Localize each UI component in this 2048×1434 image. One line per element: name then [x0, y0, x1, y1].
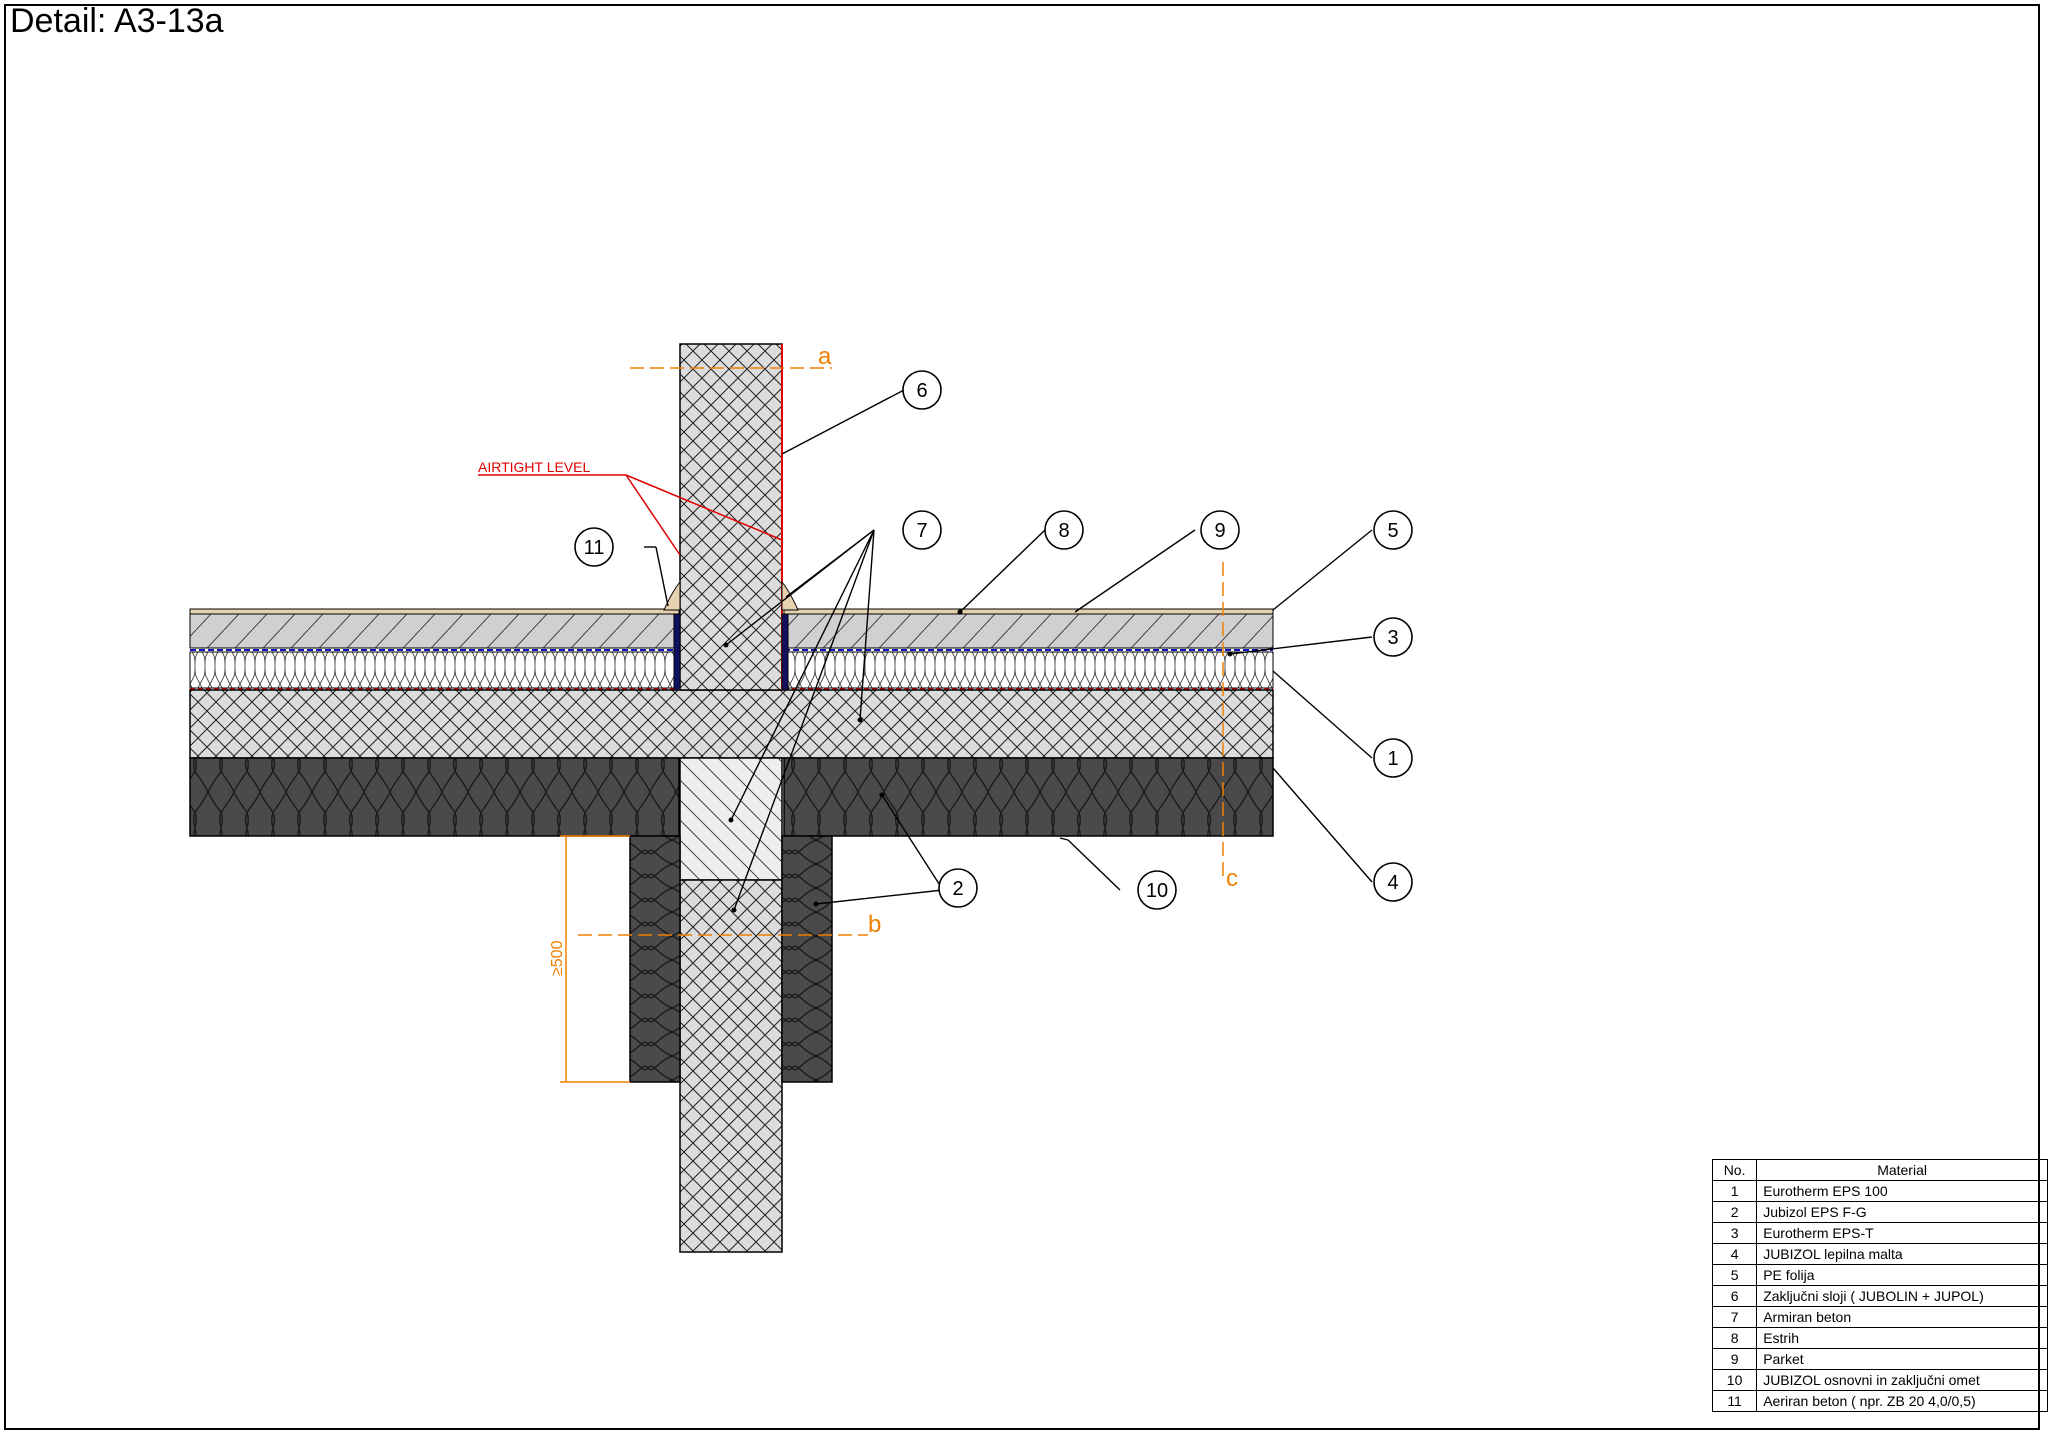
legend-row-no: 11 [1711, 1390, 1758, 1412]
callout-label-9: 9 [1214, 520, 1225, 542]
dimension-line [560, 835, 630, 1083]
wall-upper [679, 343, 783, 691]
callout-bubbles: 1 2 3 4 5 6 7 8 9 10 11 [574, 370, 1413, 910]
callout-label-2: 2 [952, 878, 963, 900]
airtight-leader [478, 474, 783, 556]
legend-row-material: Armiran beton [1756, 1306, 2048, 1328]
edge-strip-left [673, 613, 681, 691]
detail-title: Detail: A3-13a [10, 2, 224, 40]
legend-header-no: No. [1711, 1159, 1758, 1181]
callout-circle-9 [1200, 510, 1240, 550]
callout-label-6: 6 [916, 380, 927, 402]
vertical-insulation-right [781, 835, 833, 1083]
edge-strip-right [781, 613, 789, 691]
legend-header-material: Material [1756, 1159, 2048, 1181]
callout-circle-10 [1137, 870, 1177, 910]
airtight-label: AIRTIGHT LEVEL [478, 459, 591, 475]
legend-row-material: Eurotherm EPS-T [1756, 1222, 2048, 1244]
legend-row-material: JUBIZOL lepilna malta [1756, 1243, 2048, 1265]
concrete-slab [189, 689, 1274, 759]
legend-row-material: Aeriran beton ( npr. ZB 20 4,0/0,5) [1756, 1390, 2048, 1412]
legend-row-no: 1 [1711, 1180, 1758, 1202]
callout-circle-7 [902, 510, 942, 550]
callout-label-10: 10 [1146, 880, 1168, 902]
floor-layers-left [189, 608, 680, 690]
callout-circle-3 [1373, 617, 1413, 657]
callout-label-4: 4 [1387, 872, 1398, 894]
callout-circle-2 [938, 868, 978, 908]
legend-header-row: No. Material [1711, 1159, 2048, 1181]
callout-circle-11 [574, 527, 614, 567]
legend-row-no: 9 [1711, 1348, 1758, 1370]
callout-label-1: 1 [1387, 748, 1398, 770]
callout-circle-4 [1373, 862, 1413, 902]
callout-circle-1 [1373, 738, 1413, 778]
callout-circle-8 [1044, 510, 1084, 550]
legend-row-no: 6 [1711, 1285, 1758, 1307]
callout-circle-5 [1373, 510, 1413, 550]
legend-row-material: PE folija [1756, 1264, 2048, 1286]
callout-label-3: 3 [1387, 627, 1398, 649]
legend-row-no: 2 [1711, 1201, 1758, 1223]
section-mark-c: c [1226, 865, 1238, 892]
insulation-right [783, 757, 1274, 837]
legend-row-material: Eurotherm EPS 100 [1756, 1180, 2048, 1202]
callout-label-8: 8 [1058, 520, 1069, 542]
callout-circle-6 [902, 370, 942, 410]
legend-row-material: Zaključni sloji ( JUBOLIN + JUPOL) [1756, 1285, 2048, 1307]
section-mark-b: b [868, 911, 881, 938]
vertical-insulation-left [629, 835, 681, 1083]
legend-row-no: 8 [1711, 1327, 1758, 1349]
legend-row-no: 5 [1711, 1264, 1758, 1286]
legend-row-no: 10 [1711, 1369, 1758, 1391]
section-mark-a: a [818, 343, 832, 370]
legend-row-no: 7 [1711, 1306, 1758, 1328]
legend-row-material: Jubizol EPS F-G [1756, 1201, 2048, 1223]
legend-row-no: 3 [1711, 1222, 1758, 1244]
dimension-label: ≥500 [549, 940, 566, 976]
insulation-left [189, 757, 680, 837]
floor-layers-right [783, 608, 1274, 690]
callout-label-7: 7 [916, 520, 927, 542]
legend-row-material: JUBIZOL osnovni in zaključni omet [1756, 1369, 2048, 1391]
leader-dots [723, 609, 1233, 913]
wall-lower [679, 879, 783, 1253]
legend-row-material: Estrih [1756, 1327, 2048, 1349]
drawing-frame [4, 4, 2040, 1430]
legend-row-material: Parket [1756, 1348, 2048, 1370]
legend-row-no: 4 [1711, 1243, 1758, 1265]
leader-lines [644, 389, 1373, 911]
callout-label-11: 11 [584, 537, 605, 559]
callout-label-5: 5 [1387, 520, 1398, 542]
